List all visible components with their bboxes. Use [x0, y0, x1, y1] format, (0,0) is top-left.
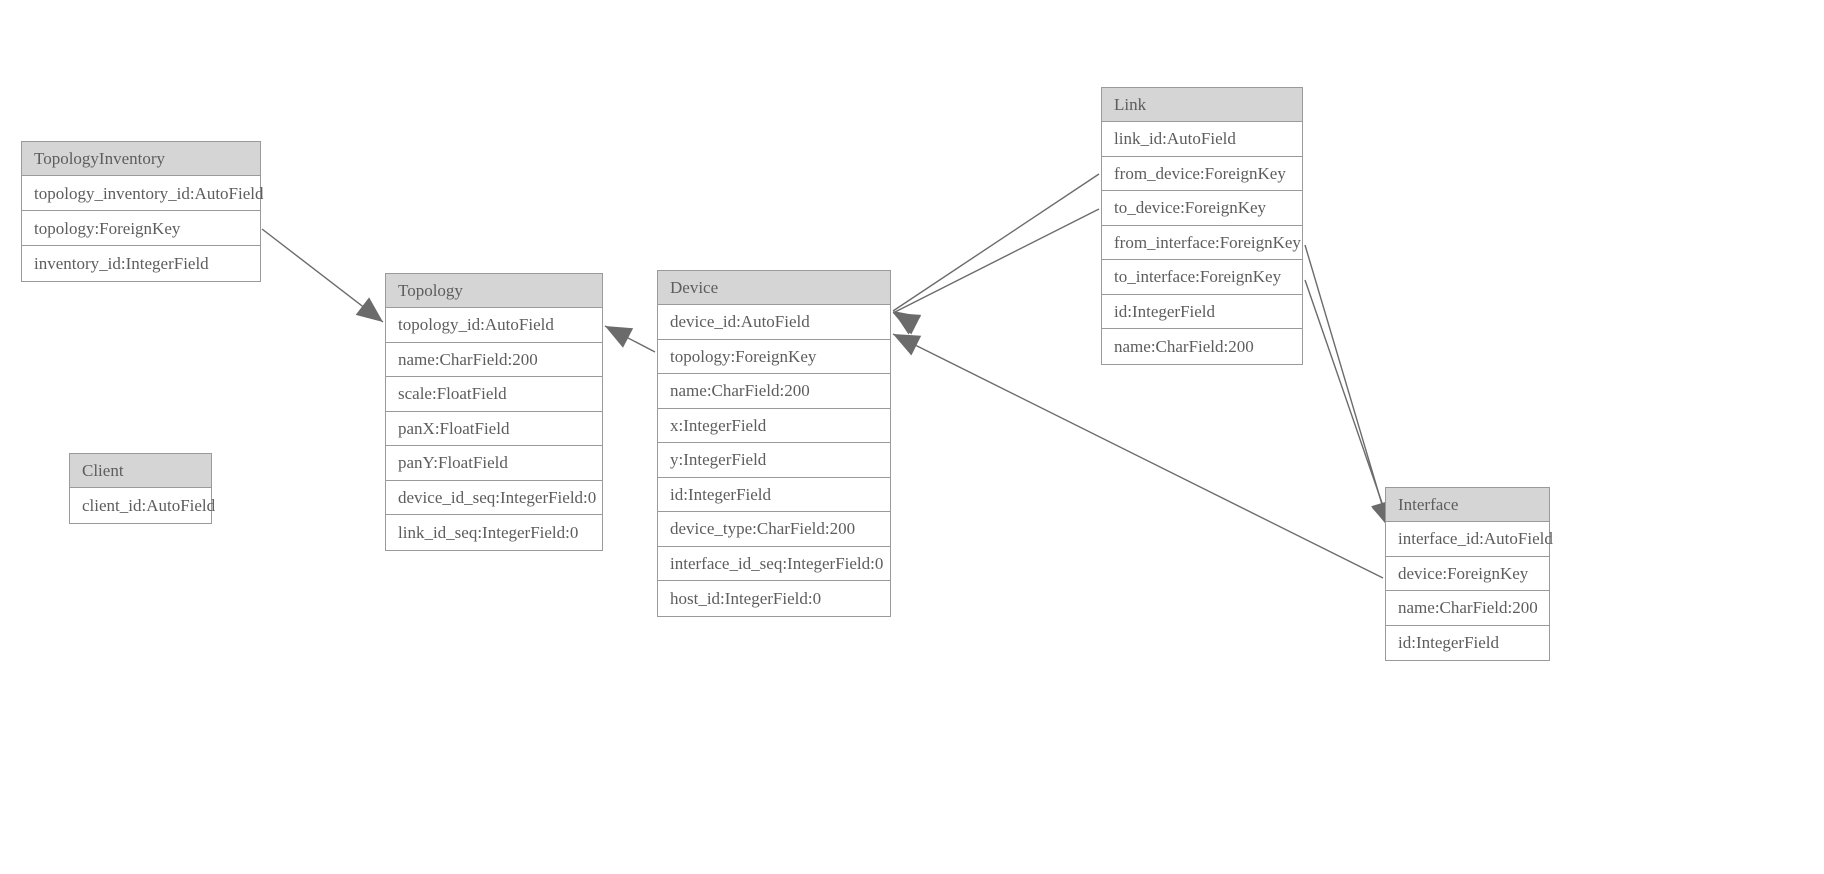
entity-device-field[interactable]: interface_id_seq:IntegerField:0 [658, 546, 890, 581]
entity-link-field[interactable]: link_id:AutoField [1102, 122, 1302, 157]
entity-device-field[interactable]: device_type:CharField:200 [658, 512, 890, 547]
entity-topology-field[interactable]: panY:FloatField [386, 446, 602, 481]
entity-device-field[interactable]: device_id:AutoField [658, 305, 890, 340]
entity-topology-field[interactable]: panX:FloatField [386, 411, 602, 446]
relationship-line [1304, 279, 1392, 530]
entity-device-field[interactable]: name:CharField:200 [658, 374, 890, 409]
entity-client-title: Client [70, 454, 211, 488]
entity-interface-field[interactable]: interface_id:AutoField [1386, 522, 1553, 557]
relationship-line [892, 208, 1100, 314]
entity-topology-field[interactable]: device_id_seq:IntegerField:0 [386, 480, 602, 515]
entity-device-title: Device [658, 271, 890, 305]
entity-link-field[interactable]: to_interface:ForeignKey [1102, 260, 1302, 295]
relationship-line [892, 173, 1100, 312]
relationship-arrowhead [893, 311, 921, 335]
relationship-arrowhead [893, 334, 922, 356]
entity-topology_inventory-field[interactable]: inventory_id:IntegerField [22, 246, 260, 281]
entity-link-field[interactable]: from_device:ForeignKey [1102, 156, 1302, 191]
entity-topology-title: Topology [386, 274, 602, 308]
relationship-link-to_device [892, 208, 1100, 335]
entity-topology-field[interactable]: topology_id:AutoField [386, 308, 602, 343]
entity-topology_inventory-title: TopologyInventory [22, 142, 260, 176]
entity-topology-field[interactable]: link_id_seq:IntegerField:0 [386, 515, 602, 550]
entity-device-field[interactable]: x:IntegerField [658, 408, 890, 443]
entity-link-title: Link [1102, 88, 1302, 122]
entity-device-field[interactable]: y:IntegerField [658, 443, 890, 478]
entity-interface-field[interactable]: name:CharField:200 [1386, 591, 1549, 626]
entity-topology-field[interactable]: scale:FloatField [386, 377, 602, 412]
entity-interface-field[interactable]: device:ForeignKey [1386, 556, 1549, 591]
entity-topology_inventory-field[interactable]: topology:ForeignKey [22, 211, 260, 246]
entity-link-field[interactable]: id:IntegerField [1102, 294, 1302, 329]
entity-link-field[interactable]: to_device:ForeignKey [1102, 191, 1302, 226]
relationship-arrowhead [605, 326, 634, 348]
relationship-link-from_device [892, 173, 1100, 335]
relationship-line [892, 333, 1384, 579]
entity-topology-field[interactable]: name:CharField:200 [386, 342, 602, 377]
relationship-line [261, 228, 384, 323]
entity-link-field[interactable]: name:CharField:200 [1102, 329, 1302, 364]
entity-device-field[interactable]: id:IntegerField [658, 477, 890, 512]
entity-device-field[interactable]: topology:ForeignKey [658, 339, 890, 374]
entity-device-field[interactable]: host_id:IntegerField:0 [658, 581, 890, 616]
relationship-device-topology [604, 325, 656, 353]
relationship-line [604, 325, 656, 353]
relationship-line [1304, 244, 1390, 529]
entity-interface-title: Interface [1386, 488, 1549, 522]
entity-interface-field[interactable]: id:IntegerField [1386, 625, 1549, 660]
entity-client-field[interactable]: client_id:AutoField [70, 488, 215, 523]
entity-topology_inventory-field[interactable]: topology_inventory_id:AutoField [22, 176, 264, 211]
entity-link-field[interactable]: from_interface:ForeignKey [1102, 225, 1302, 260]
relationship-topologyinventory-topology [261, 228, 384, 323]
relationship-arrowhead [893, 313, 922, 335]
